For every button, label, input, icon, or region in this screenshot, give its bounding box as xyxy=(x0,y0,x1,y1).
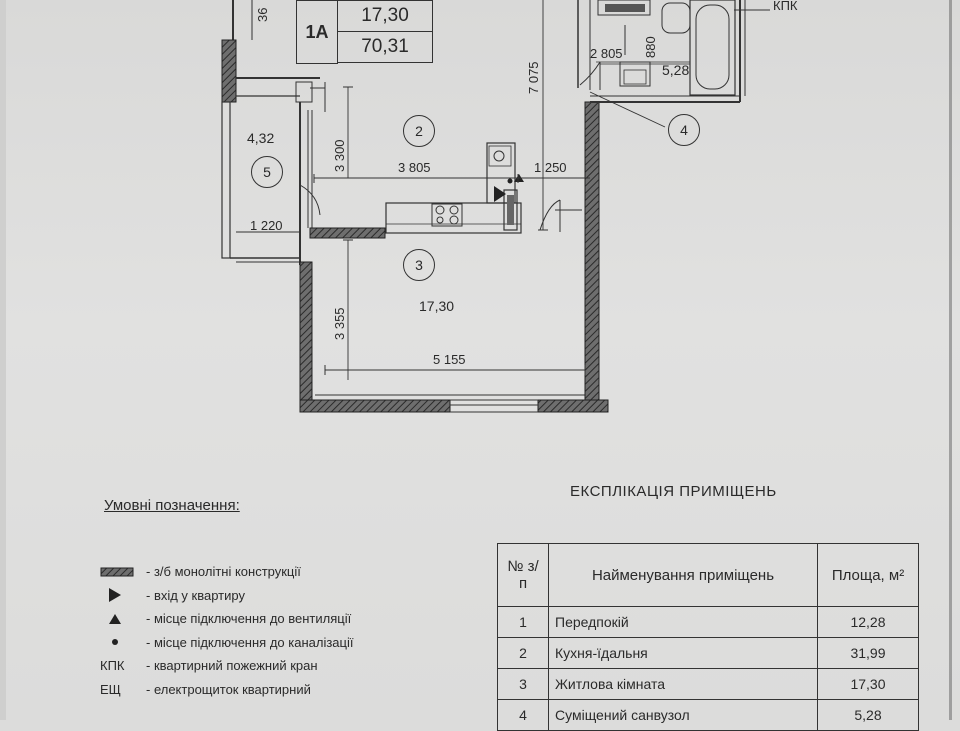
legend-item: - з/б монолітні конструкції xyxy=(100,560,353,584)
table-header-row: № з/п Найменування приміщень Площа, м² xyxy=(497,543,919,607)
legend: - з/б монолітні конструкції - вхід у ква… xyxy=(100,560,353,701)
dimension-1220: 1 220 xyxy=(250,218,283,233)
floor-plan-drawing xyxy=(221,0,770,413)
room-5-area: 4,32 xyxy=(247,130,275,146)
table-row: 3 Житлова кімната 17,30 xyxy=(497,668,919,700)
sewer-dot-icon xyxy=(507,178,513,184)
legend-item: ЕЩ - електрощиток квартирний xyxy=(100,681,311,697)
explication-table: № з/п Найменування приміщень Площа, м² 1… xyxy=(497,543,919,731)
legend-item: - вхід у квартиру xyxy=(100,584,353,608)
dimension-880: 880 xyxy=(643,36,658,58)
legend-title: Умовні позначення: xyxy=(104,497,240,514)
explication-title: ЕКСПЛІКАЦІЯ ПРИМІЩЕНЬ xyxy=(570,483,777,500)
sheet-left-edge xyxy=(0,0,6,720)
room-number-4: 4 xyxy=(668,114,700,146)
hatch-wall-icon xyxy=(100,567,134,577)
sheet-right-edge xyxy=(949,0,952,720)
partial-dimension-label: 36 xyxy=(255,7,270,22)
header-area: Площа, м² xyxy=(817,543,919,607)
legend-item: - місце підключення до каналізації xyxy=(100,631,353,655)
dimension-3300: 3 300 xyxy=(332,139,347,172)
apartment-living-area: 17,30 xyxy=(337,0,433,32)
dimension-7075: 7 075 xyxy=(526,61,541,94)
kpk-label: КПК xyxy=(773,0,798,13)
sewer-dot-icon xyxy=(112,639,118,646)
esch-symbol: ЕЩ xyxy=(100,681,121,697)
entrance-triangle-icon xyxy=(494,186,506,202)
room-number-2: 2 xyxy=(403,115,435,147)
kpk-symbol: КПК xyxy=(100,658,125,674)
legend-item: - місце підключення до вентиляції xyxy=(100,607,353,631)
room-3-area: 17,30 xyxy=(419,298,455,314)
apartment-total-area: 70,31 xyxy=(337,31,433,63)
table-row: 1 Передпокій 12,28 xyxy=(497,606,919,638)
dimension-2805: 2 805 xyxy=(590,46,623,61)
apartment-code: 1А xyxy=(296,0,338,64)
table-row: 4 Суміщений санвузол 5,28 xyxy=(497,699,919,731)
wall-hatch xyxy=(221,39,237,103)
header-name: Найменування приміщень xyxy=(548,543,818,607)
table-row: 2 Кухня-їдальня 31,99 xyxy=(497,637,919,669)
entrance-triangle-icon xyxy=(109,588,121,603)
dimension-5155: 5 155 xyxy=(433,352,466,367)
room-number-3: 3 xyxy=(403,249,435,281)
apartment-summary-box: 1А 17,30 70,31 xyxy=(296,0,433,64)
dimension-1250: 1 250 xyxy=(534,160,567,175)
room-4-area: 5,28 xyxy=(662,62,690,78)
ventilation-triangle-icon xyxy=(109,613,121,624)
legend-item: КПК - квартирний пожежний кран xyxy=(100,658,318,674)
dimension-3355: 3 355 xyxy=(332,307,347,340)
header-num: № з/п xyxy=(497,543,549,607)
room-number-5: 5 xyxy=(251,156,283,188)
dimension-3805: 3 805 xyxy=(398,160,431,175)
